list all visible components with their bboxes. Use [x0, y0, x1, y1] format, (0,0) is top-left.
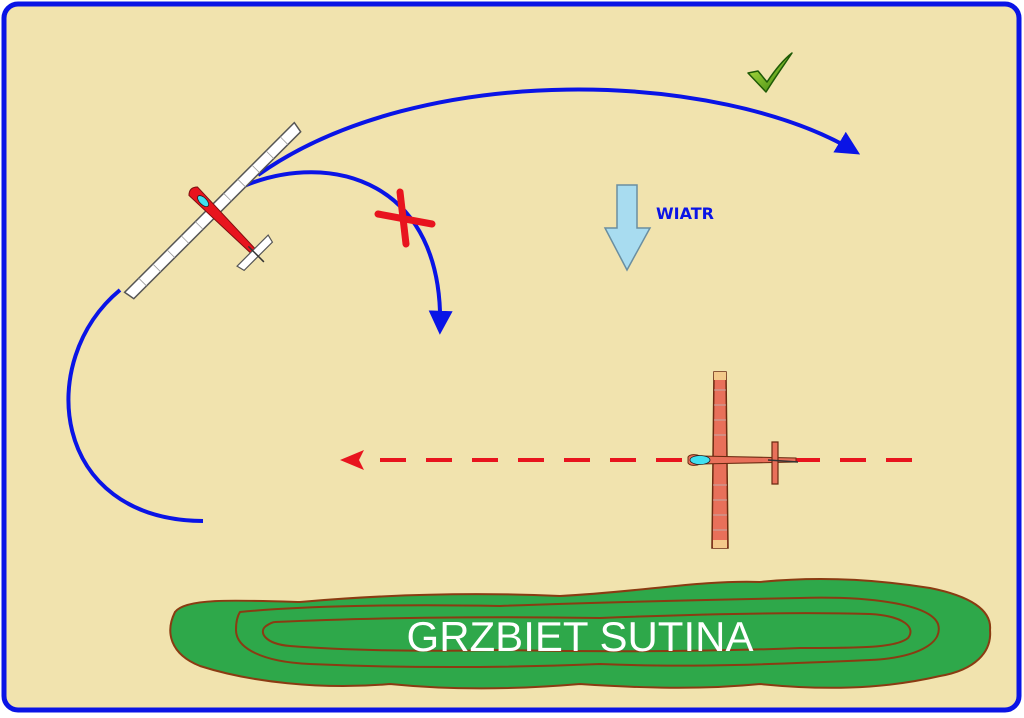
wind-label: WIATR — [656, 204, 714, 223]
ridge: GRZBIET SUTINA — [169, 578, 992, 690]
glider-red-tail — [771, 441, 779, 485]
check-icon — [747, 52, 793, 93]
glider-red-canopy — [689, 455, 711, 465]
ridge-contour-outer — [234, 596, 940, 668]
wind-arrow-icon — [603, 184, 652, 272]
return-turn-path — [66, 288, 204, 523]
ridge-label: GRZBIET SUTINA — [407, 613, 754, 660]
correct-turn-path — [256, 87, 861, 177]
wrong-turn-path — [243, 170, 453, 335]
glider-white-canopy — [197, 195, 210, 208]
wind-arrow: WIATR — [603, 184, 714, 272]
approach-arrowhead — [340, 450, 364, 470]
ridge-contour-inner — [261, 612, 912, 653]
ridge-outline — [169, 578, 992, 690]
glider-red — [687, 371, 799, 549]
glider-white — [123, 121, 302, 300]
cross-icon — [374, 188, 436, 248]
approach-path — [340, 450, 912, 470]
